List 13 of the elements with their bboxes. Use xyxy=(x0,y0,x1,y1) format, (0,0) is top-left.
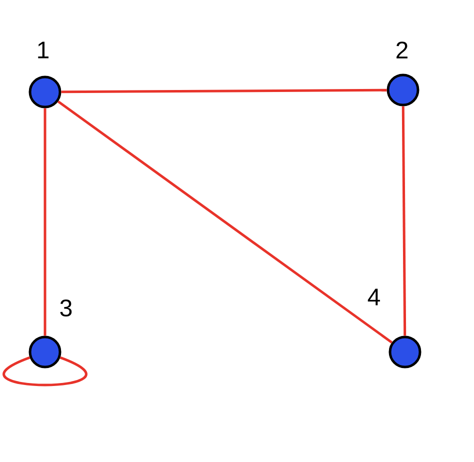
edge-line xyxy=(402,106,406,336)
edge-line xyxy=(44,108,46,336)
circle-node xyxy=(28,76,62,108)
node-number: 3 xyxy=(60,300,72,316)
circle-node xyxy=(388,336,422,368)
node-number: 4 xyxy=(368,288,380,306)
circle-node xyxy=(386,74,420,106)
node-number: 2 xyxy=(396,42,408,58)
node-number: 1 xyxy=(38,42,48,58)
loop-edge xyxy=(2,356,88,386)
edge-line xyxy=(57,100,393,344)
circle-node xyxy=(28,336,62,368)
edge-line xyxy=(61,88,387,94)
